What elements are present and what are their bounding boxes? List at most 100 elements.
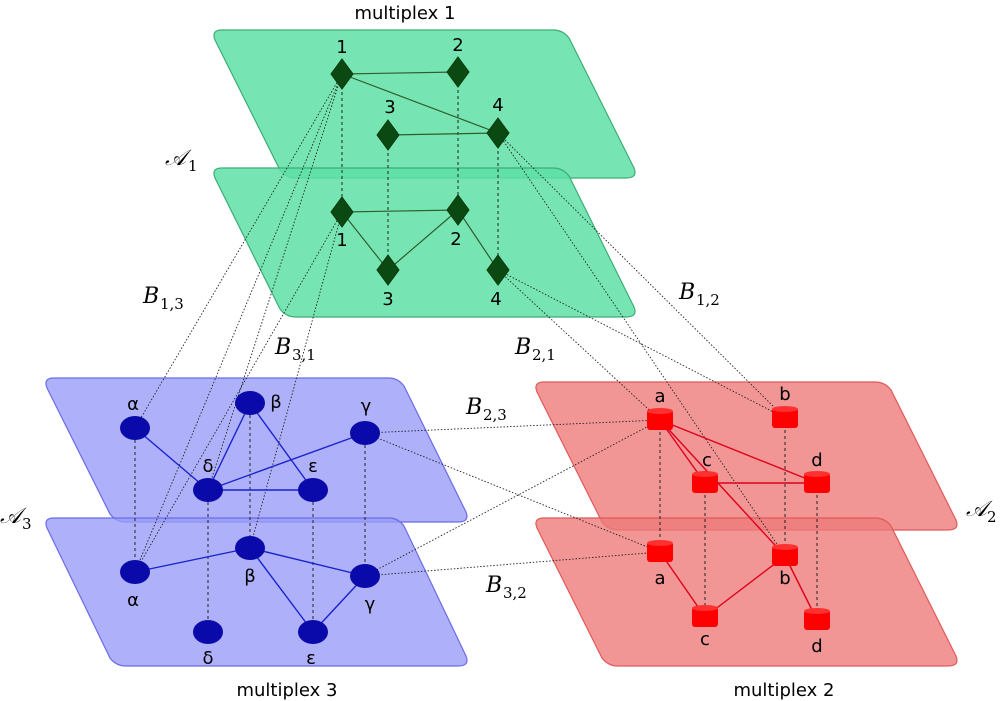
node-label: 2 xyxy=(452,35,463,56)
circle-node[interactable] xyxy=(193,620,223,644)
node-label: 4 xyxy=(492,95,503,116)
edge xyxy=(659,419,818,484)
circle-node[interactable] xyxy=(193,478,223,502)
diamond-node[interactable] xyxy=(446,194,470,226)
node-label: 2 xyxy=(450,229,461,250)
diamond-node[interactable] xyxy=(330,196,354,228)
multiplex-3-title: multiplex 3 xyxy=(236,680,337,701)
node-label: β xyxy=(270,392,282,413)
cylinder-node[interactable] xyxy=(692,471,718,493)
cylinder-node[interactable] xyxy=(647,408,673,430)
svg-text:B: B xyxy=(142,284,159,309)
multiplex-1-edges xyxy=(341,71,499,271)
node-label: β xyxy=(244,566,256,587)
edge xyxy=(457,209,499,271)
edge xyxy=(387,209,459,271)
svg-text:3,1: 3,1 xyxy=(292,346,316,364)
svg-text:1,3: 1,3 xyxy=(160,295,184,313)
circle-node[interactable] xyxy=(298,620,328,644)
multiplex-3-bottom-plane xyxy=(45,517,468,667)
cylinder-node[interactable] xyxy=(772,544,798,566)
edge xyxy=(387,132,499,136)
bipartite-link xyxy=(207,73,343,491)
node-label: δ xyxy=(202,456,213,477)
edge xyxy=(341,211,389,271)
svg-text:B: B xyxy=(678,280,695,305)
node-label: ε xyxy=(308,456,318,477)
node-label: a xyxy=(654,568,665,589)
cylinder-node[interactable] xyxy=(772,406,798,428)
node-label: 3 xyxy=(384,97,395,118)
edge xyxy=(207,432,366,491)
diamond-node[interactable] xyxy=(486,254,510,286)
node-label: d xyxy=(811,636,822,657)
layer-label-a1: 𝒜 1 xyxy=(165,146,198,175)
circle-node[interactable] xyxy=(298,478,328,502)
diamond-node[interactable] xyxy=(376,119,400,151)
bipartite-link xyxy=(497,269,786,419)
node-label: 1 xyxy=(336,230,347,251)
node-label: ε xyxy=(306,648,316,669)
circle-node[interactable] xyxy=(120,560,150,584)
multiplex-1-top-plane xyxy=(213,29,636,179)
svg-text:1,2: 1,2 xyxy=(696,291,720,309)
multiplex-3-node-labels: α β γ δ ε α β γ δ ε xyxy=(127,392,376,669)
node-label: b xyxy=(779,568,790,589)
edge xyxy=(207,402,251,491)
multiplex-3-top-plane xyxy=(45,377,468,523)
bipartite-link xyxy=(497,132,786,557)
cylinder-node[interactable] xyxy=(692,605,718,627)
svg-text:3: 3 xyxy=(22,515,32,533)
diamond-node[interactable] xyxy=(330,58,354,90)
svg-text:2,3: 2,3 xyxy=(483,406,507,424)
interlayer-links xyxy=(134,72,818,632)
node-label: 1 xyxy=(336,37,347,58)
svg-text:B: B xyxy=(485,573,502,598)
node-label: γ xyxy=(361,396,372,417)
multiplex-2-node-labels: a b c d a b c d xyxy=(654,384,822,657)
multiplex-2-top-plane xyxy=(535,381,958,531)
svg-text:B: B xyxy=(274,335,291,360)
bipartite-link xyxy=(134,73,343,429)
edge xyxy=(249,547,314,633)
cylinder-node[interactable] xyxy=(804,471,830,493)
circle-node[interactable] xyxy=(350,421,380,445)
diamond-node[interactable] xyxy=(376,254,400,286)
diamond-node[interactable] xyxy=(486,117,510,149)
bipartite-label-b21: B 2,1 xyxy=(514,335,556,364)
cylinder-node[interactable] xyxy=(804,608,830,630)
node-label: γ xyxy=(365,594,376,615)
node-label: c xyxy=(702,450,712,471)
multiplex-1-nodes xyxy=(330,56,510,286)
circle-node[interactable] xyxy=(235,391,265,415)
node-label: c xyxy=(700,629,710,650)
bipartite-link xyxy=(364,419,661,577)
edge xyxy=(341,209,459,213)
edge xyxy=(341,71,459,75)
node-label: d xyxy=(811,450,822,471)
svg-text:3,2: 3,2 xyxy=(503,584,527,602)
multiplex-3-nodes xyxy=(120,391,380,644)
svg-text:B: B xyxy=(465,395,482,420)
edge xyxy=(134,547,251,573)
multiplex-2-bottom-plane xyxy=(535,517,958,667)
circle-node[interactable] xyxy=(235,536,265,560)
bipartite-links xyxy=(134,73,786,577)
circle-node[interactable] xyxy=(350,564,380,588)
circle-node[interactable] xyxy=(120,416,150,440)
bipartite-label-b31: B 3,1 xyxy=(274,335,316,364)
multiplex-1-node-labels: 1 2 3 4 1 2 3 4 xyxy=(336,35,503,310)
edge xyxy=(249,402,314,491)
bipartite-link xyxy=(497,269,661,421)
bipartite-label-b13: B 1,3 xyxy=(142,284,184,313)
node-label: δ xyxy=(202,648,213,669)
edge xyxy=(249,547,366,577)
layer-label-a2: 𝒜 2 xyxy=(966,497,997,526)
diamond-node[interactable] xyxy=(446,56,470,88)
svg-text:1: 1 xyxy=(188,157,198,175)
multiplex-2-nodes xyxy=(647,406,830,630)
cylinder-node[interactable] xyxy=(647,540,673,562)
node-label: 3 xyxy=(382,289,393,310)
edge xyxy=(134,427,209,491)
